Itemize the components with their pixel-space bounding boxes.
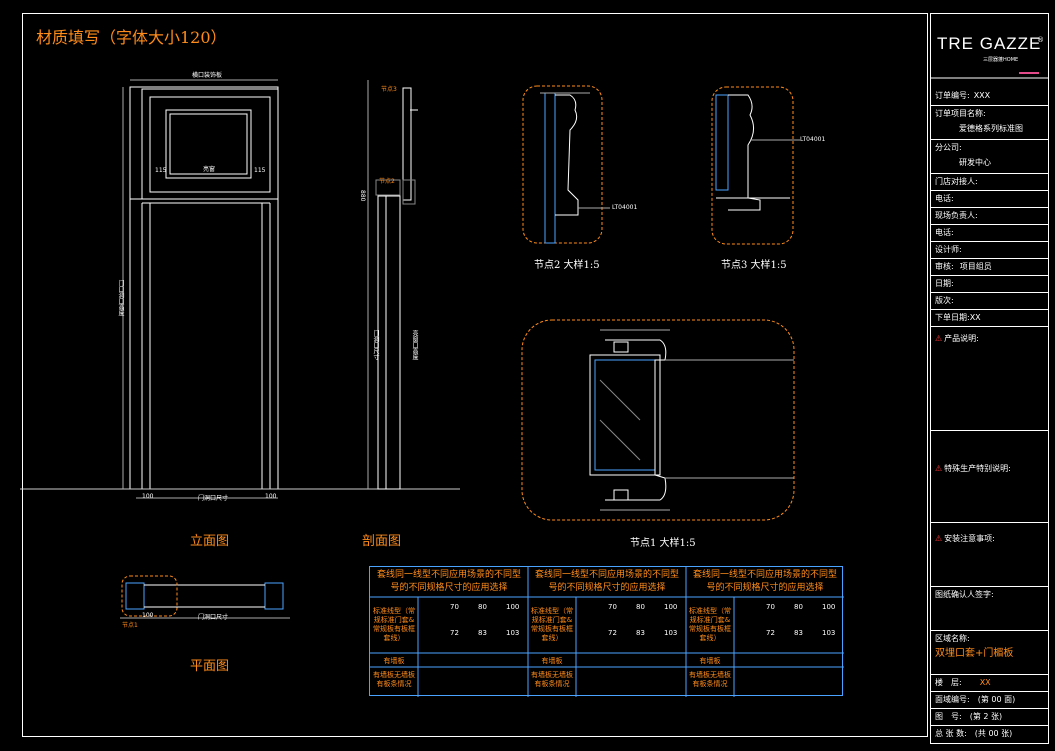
size-83-b: 83 xyxy=(636,629,645,637)
size-103-c: 103 xyxy=(822,629,836,637)
table-head-1: 套线同一线型不同应用场景的不同型号的不同规格尺寸的应用选择 xyxy=(376,570,521,593)
drawing-frame xyxy=(22,13,928,737)
elev-side-dim: 门口洞口高度 xyxy=(117,280,124,316)
table-sub-2: 有墙板 xyxy=(541,657,563,665)
size-70: 70 xyxy=(450,603,459,611)
size-103-b: 103 xyxy=(664,629,678,637)
brand-sub: 三层器蓬HOME xyxy=(983,57,1019,63)
elevation-view xyxy=(20,79,460,499)
elev-mid-right: 115 xyxy=(254,167,266,174)
node2-detail xyxy=(522,85,610,244)
size-80-b: 80 xyxy=(636,603,645,611)
tb-branch: 分公司:研发中心 xyxy=(931,140,1048,174)
tb-project: 订单项目名称:爱德格系列标准图 xyxy=(931,106,1048,140)
tb-version: 版次: xyxy=(931,293,1048,310)
warning-icon: ⚠ xyxy=(935,534,943,543)
node2-code: LT04001 xyxy=(612,204,638,211)
size-100-c: 100 xyxy=(822,603,836,611)
tb-order-date: 下单日期:XX xyxy=(931,310,1048,327)
size-72-c: 72 xyxy=(766,629,775,637)
elev-top-dim: 横口装饰板 xyxy=(192,72,223,79)
title-block: TRE GAZZE ® 三层器蓬HOME 订单编号:XXX 订单项目名称:爱德格… xyxy=(930,13,1049,744)
size-72: 72 xyxy=(450,629,459,637)
size-100: 100 xyxy=(506,603,520,611)
tb-designer: 设计师: xyxy=(931,242,1048,259)
table-rowlabel-2: 标准线型（常规标准门套&常规板有板框套线） xyxy=(531,607,573,642)
label-plan: 平面图 xyxy=(190,659,230,674)
table-sub-3: 有墙板 xyxy=(699,657,721,665)
table-sub2-2: 有墙板无墙板有板条情况 xyxy=(531,671,573,688)
brand-reg: ® xyxy=(1037,36,1044,44)
tb-product-note: ⚠产品说明: xyxy=(931,327,1048,431)
tb-special-note: ⚠特殊生产特别说明: xyxy=(931,431,1048,523)
elev-mid-dim: 亮窗 xyxy=(203,166,216,173)
table-sub2-1: 有墙板无墙板有板条情况 xyxy=(373,671,415,688)
tb-floor: 楼 层:XX xyxy=(931,675,1048,692)
tb-phone-2: 电话: xyxy=(931,225,1048,242)
brand-logo: TRE GAZZE xyxy=(937,34,1042,53)
label-node3: 节点3 大样1:5 xyxy=(721,260,787,271)
elev-bottom-mid: 门洞口尺寸 xyxy=(198,495,229,502)
label-node2: 节点2 大样1:5 xyxy=(534,260,600,271)
table-rowlabel-3: 标准线型（常规标准门套&常规板有板框套线） xyxy=(689,607,731,642)
node1-detail xyxy=(521,319,795,521)
tb-face-no: 面域编号:(第 00 面) xyxy=(931,692,1048,709)
size-83-c: 83 xyxy=(794,629,803,637)
node3-detail xyxy=(711,86,800,245)
tb-confirm: 图纸确认人签字: xyxy=(931,587,1048,631)
plan-left: 100 xyxy=(142,612,154,619)
size-80: 80 xyxy=(478,603,487,611)
size-103: 103 xyxy=(506,629,520,637)
size-83: 83 xyxy=(478,629,487,637)
label-node1: 节点1 大样1:5 xyxy=(630,538,696,549)
plan-node1: 节点1 xyxy=(122,622,138,629)
elev-bottom-right: 100 xyxy=(265,493,277,500)
table-sub-1: 有墙板 xyxy=(383,657,405,665)
node3-code: LT04001 xyxy=(800,136,826,143)
elev-bottom-left: 100 xyxy=(142,493,154,500)
tb-drawing-no: 图 号:(第 2 张) xyxy=(931,709,1048,726)
tb-store-contact: 门店对接人: xyxy=(931,174,1048,191)
material-title: 材质填写（字体大小120） xyxy=(36,28,227,47)
elev-mid-left: 115 xyxy=(155,167,167,174)
tb-review: 审核:项目组员 xyxy=(931,259,1048,276)
tb-order-no: 订单编号:XXX xyxy=(931,88,1048,106)
section-side2: 亮窗口高度 xyxy=(411,330,418,360)
table-head-3: 套线同一线型不同应用场景的不同型号的不同规格尺寸的应用选择 xyxy=(692,570,837,593)
section-880: 880 xyxy=(359,190,366,202)
label-section: 剖面图 xyxy=(362,534,402,549)
size-72-b: 72 xyxy=(608,629,617,637)
section-node3: 节点3 xyxy=(381,86,397,93)
tb-drawing-name: 区域名称: 双埋口套+门楣板 xyxy=(931,631,1048,675)
table-rowlabel-1: 标准线型（常规标准门套&常规板有板框套线） xyxy=(373,607,415,642)
tb-site-lead: 现场负责人: xyxy=(931,208,1048,225)
section-node2: 节点2 xyxy=(379,178,395,185)
table-head-2: 套线同一线型不同应用场景的不同型号的不同规格尺寸的应用选择 xyxy=(534,570,679,593)
table-sub2-3: 有墙板无墙板有板条情况 xyxy=(689,671,731,688)
tb-phone-1: 电话: xyxy=(931,191,1048,208)
table-grid xyxy=(370,567,844,697)
plan-view xyxy=(120,575,290,619)
brand-accent xyxy=(1019,72,1039,74)
tb-date: 日期: xyxy=(931,276,1048,293)
tb-install-note: ⚠安装注意事项: xyxy=(931,523,1048,587)
section-view xyxy=(367,80,418,490)
size-100-b: 100 xyxy=(664,603,678,611)
warning-icon: ⚠ xyxy=(935,464,943,473)
plan-mid: 门洞口尺寸 xyxy=(198,614,229,621)
tb-total: 总 张 数:(共 00 张) xyxy=(935,729,1013,738)
size-70-c: 70 xyxy=(766,603,775,611)
section-side1: 门洞口尺寸 xyxy=(372,330,379,360)
warning-icon: ⚠ xyxy=(935,334,943,343)
profile-table: 套线同一线型不同应用场景的不同型号的不同规格尺寸的应用选择 套线同一线型不同应用… xyxy=(369,566,844,697)
label-elevation: 立面图 xyxy=(190,534,230,549)
size-80-c: 80 xyxy=(794,603,803,611)
size-70-b: 70 xyxy=(608,603,617,611)
